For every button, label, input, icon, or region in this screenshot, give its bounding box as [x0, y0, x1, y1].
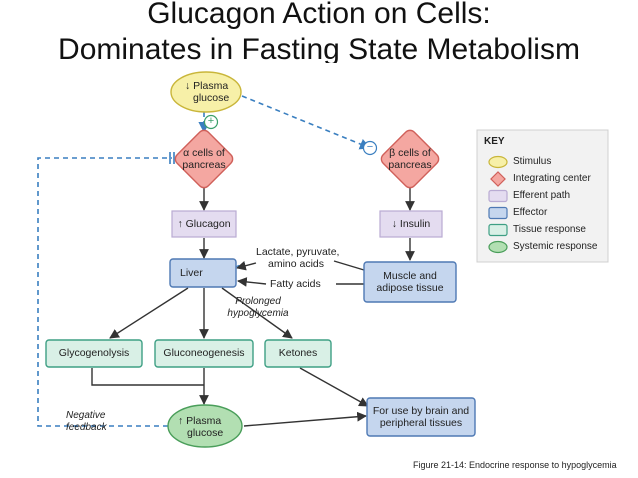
insulin-shape [379, 210, 443, 238]
liver-shape [169, 258, 237, 288]
key-swatch-effector [488, 206, 508, 220]
arrow-ketones-to-brain [299, 367, 369, 407]
key-swatch-efferent-path [488, 189, 508, 203]
key-title: KEY [484, 136, 505, 147]
brain-tissues-shape [366, 397, 476, 437]
arrow-liver-to-ketones [221, 287, 293, 339]
key-label-systemic-response: Systemic response [513, 241, 598, 252]
key-swatch-systemic-response [488, 240, 508, 254]
plasma-glucose-top-label: ↓ Plasma glucose [185, 80, 230, 104]
arrow-lactate-to-liver [236, 261, 257, 271]
key-swatch-stimulus [488, 155, 508, 169]
glucose-to-beta-line [241, 95, 372, 150]
lactate-annotation: Lactate, pyruvate, amino acids [256, 246, 340, 270]
minus-sign: − [366, 141, 374, 153]
up-arrow-icon: ↑ [177, 218, 183, 230]
minus-circle [362, 140, 378, 156]
ketones-shape [264, 339, 332, 368]
figure-caption: Figure 21-14: Endocrine response to hypo… [413, 460, 617, 470]
gluconeogenesis-shape [154, 339, 254, 368]
alpha-cells-shape [174, 129, 234, 189]
key-label-tissue-response: Tissue response [513, 224, 586, 235]
key-label-efferent-path: Efferent path [513, 190, 571, 201]
arrow-fatty-to-liver [237, 277, 267, 287]
glycogenolysis-shape [45, 339, 143, 368]
down-arrow-icon: ↓ [391, 218, 397, 230]
key-swatch-integrating-center [490, 171, 506, 187]
plasma-glucose-top-shape [170, 71, 242, 113]
key-swatch-tissue-response [488, 223, 508, 237]
glucagon-label: ↑ Glucagon [177, 218, 231, 230]
muscle-adipose-label: Muscle and adipose tissue [376, 270, 444, 294]
beta-cells-shape [380, 129, 440, 189]
key-label-effector: Effector [513, 207, 548, 218]
plus-sign: + [207, 115, 215, 127]
glucagon-shape [171, 210, 237, 238]
brain-tissues-label: For use by brain and peripheral tissues [372, 405, 470, 429]
muscle-shape [363, 261, 457, 303]
title-line-2: Dominates in Fasting State Metabolism [58, 33, 580, 63]
gluconeogenesis-label: Gluconeogenesis [163, 347, 245, 359]
key-label-stimulus: Stimulus [513, 156, 552, 167]
key-label-integrating-center: Integrating center [513, 173, 591, 184]
liver-label: Liver [180, 267, 203, 279]
key-swatches [488, 155, 508, 254]
plasma-glucose-bottom-shape [167, 404, 243, 448]
title-line-1: Glucagon Action on Cells: [147, 0, 491, 30]
ketones-label: Ketones [278, 347, 318, 359]
glycogenolysis-label: Glycogenolysis [58, 347, 130, 359]
arrow-glucose-to-brain [243, 411, 367, 427]
beta-cells-label: β cells of pancreas [388, 147, 432, 171]
fatty-acids-annotation: Fatty acids [270, 278, 321, 290]
alpha-cells-label: α cells of pancreas [182, 147, 226, 171]
arrow-glycogenolysis-merge [91, 368, 204, 386]
up-arrow-icon: ↑ [178, 415, 184, 427]
down-arrow-icon: ↓ [185, 80, 191, 92]
plasma-glucose-bottom-label: ↑ Plasma glucose [178, 415, 224, 439]
plus-circle [203, 114, 219, 130]
arrow-muscle-to-lactate [333, 260, 365, 271]
insulin-label: ↓ Insulin [391, 218, 431, 230]
arrow-liver-to-glycogenolysis [109, 287, 189, 339]
prolonged-hypoglycemia-annotation: Prolonged hypoglycemia [227, 296, 289, 319]
negative-feedback-line [37, 157, 204, 427]
negative-feedback-annotation: Negative feedback [66, 410, 107, 433]
